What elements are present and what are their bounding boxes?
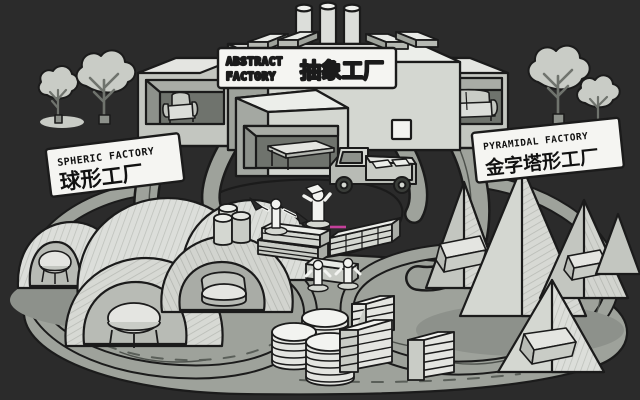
tree-small-left — [37, 65, 79, 124]
barrel-group — [213, 203, 251, 246]
round-table-product — [38, 250, 72, 284]
smokestack — [342, 3, 362, 46]
tree-group-left — [37, 49, 137, 128]
sign-abstract-en-line1: ABSTRACT — [226, 55, 283, 68]
worker — [304, 259, 332, 293]
spheric-factory-domes — [10, 196, 320, 348]
worker — [302, 183, 332, 229]
garage — [234, 88, 350, 178]
sign-abstract-factory[interactable]: ABSTRACT FACTORY 抽象工厂 — [216, 46, 398, 90]
brick-wall — [329, 217, 401, 257]
sign-pyramidal-factory[interactable]: PYRAMIDAL FACTORY 金字塔形工厂 — [470, 116, 625, 184]
round-sofa-product — [201, 271, 247, 307]
triangle-stack-right — [407, 331, 455, 381]
barrel — [213, 213, 233, 246]
triangle-stack-group — [339, 295, 455, 381]
pyramid-far-right — [594, 212, 640, 276]
roof-vent — [395, 31, 439, 48]
angular-chair-product — [563, 249, 607, 281]
round-table-product — [107, 302, 161, 348]
worker-group — [249, 183, 362, 293]
window-right — [390, 118, 413, 141]
pyramidal-factory-pyramids — [416, 164, 640, 374]
pyramid-left — [424, 180, 504, 290]
angular-chair-product — [519, 327, 577, 365]
abstract-factory-building: ABSTRACT FACTORY 抽象工厂 — [136, 1, 510, 178]
roof-vent — [277, 31, 319, 48]
pyramid-front — [496, 278, 606, 374]
tree-large-right — [527, 44, 591, 125]
barrel — [231, 211, 251, 244]
flatbed-truck — [329, 147, 417, 194]
tree-large-left — [75, 49, 137, 125]
left-wing — [136, 56, 240, 148]
disc-stack-group — [271, 308, 355, 387]
truck-cargo — [371, 158, 411, 169]
rect-table-garage — [267, 140, 335, 170]
worker — [334, 257, 362, 291]
armchair-left-wing — [162, 91, 199, 124]
sign-abstract-en-line2: FACTORY — [226, 70, 276, 83]
smokestack — [318, 1, 338, 46]
triangle-stack-mid — [339, 319, 393, 373]
sign-abstract-cn: 抽象工厂 — [300, 59, 384, 83]
worker — [249, 197, 309, 236]
sign-spheric-factory[interactable]: SPHERIC FACTORY 球形工厂 — [44, 132, 186, 198]
